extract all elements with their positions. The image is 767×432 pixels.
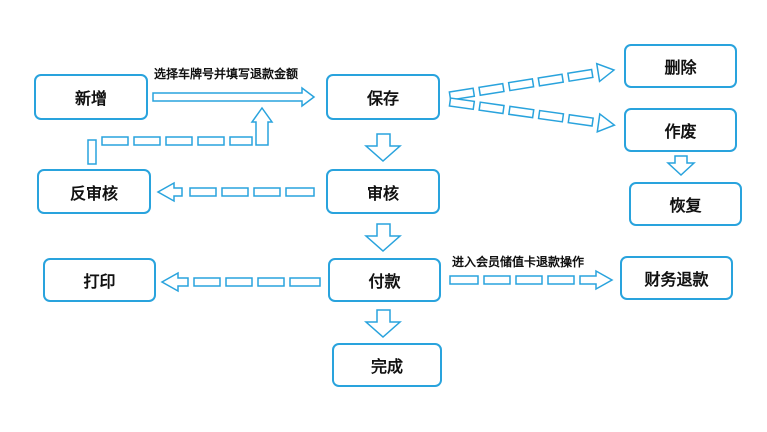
arrow-shenhe-to-fanshenhe	[156, 181, 315, 203]
node-zuofei: 作废	[624, 108, 737, 152]
node-xinzeng: 新增	[34, 74, 148, 120]
arrow-fukuan-to-dayin	[160, 271, 321, 293]
arrow-baocun-to-zuofei	[448, 97, 616, 133]
node-fanshenhe: 反审核	[37, 169, 151, 214]
node-wancheng: 完成	[332, 343, 442, 387]
node-dayin: 打印	[43, 258, 156, 302]
node-huifu: 恢复	[629, 182, 742, 226]
arrow-fukuan-to-caiwu	[449, 269, 614, 291]
edge-label-fukuan-to-caiwu: 进入会员储值卡退款操作	[452, 255, 585, 269]
node-shanchu: 删除	[624, 44, 737, 88]
arrow-fukuan-to-wancheng	[364, 309, 402, 339]
node-shenhe: 审核	[326, 169, 440, 214]
arrow-baocun-to-shanchu	[448, 62, 616, 101]
arrow-shenhe-to-fukuan	[364, 223, 402, 253]
arrow-xinzeng-to-baocun	[152, 86, 316, 108]
node-fukuan: 付款	[328, 258, 441, 302]
node-caiwu-tuikuan: 财务退款	[620, 256, 733, 300]
arrow-baocun-to-shenhe	[364, 133, 402, 163]
arrow-fanshenhe-to-xinzeng	[87, 106, 274, 165]
node-baocun: 保存	[326, 74, 440, 120]
arrow-zuofei-to-huifu	[666, 155, 696, 177]
edge-label-xinzeng-to-baocun: 选择车牌号并填写退款金额	[154, 67, 299, 81]
